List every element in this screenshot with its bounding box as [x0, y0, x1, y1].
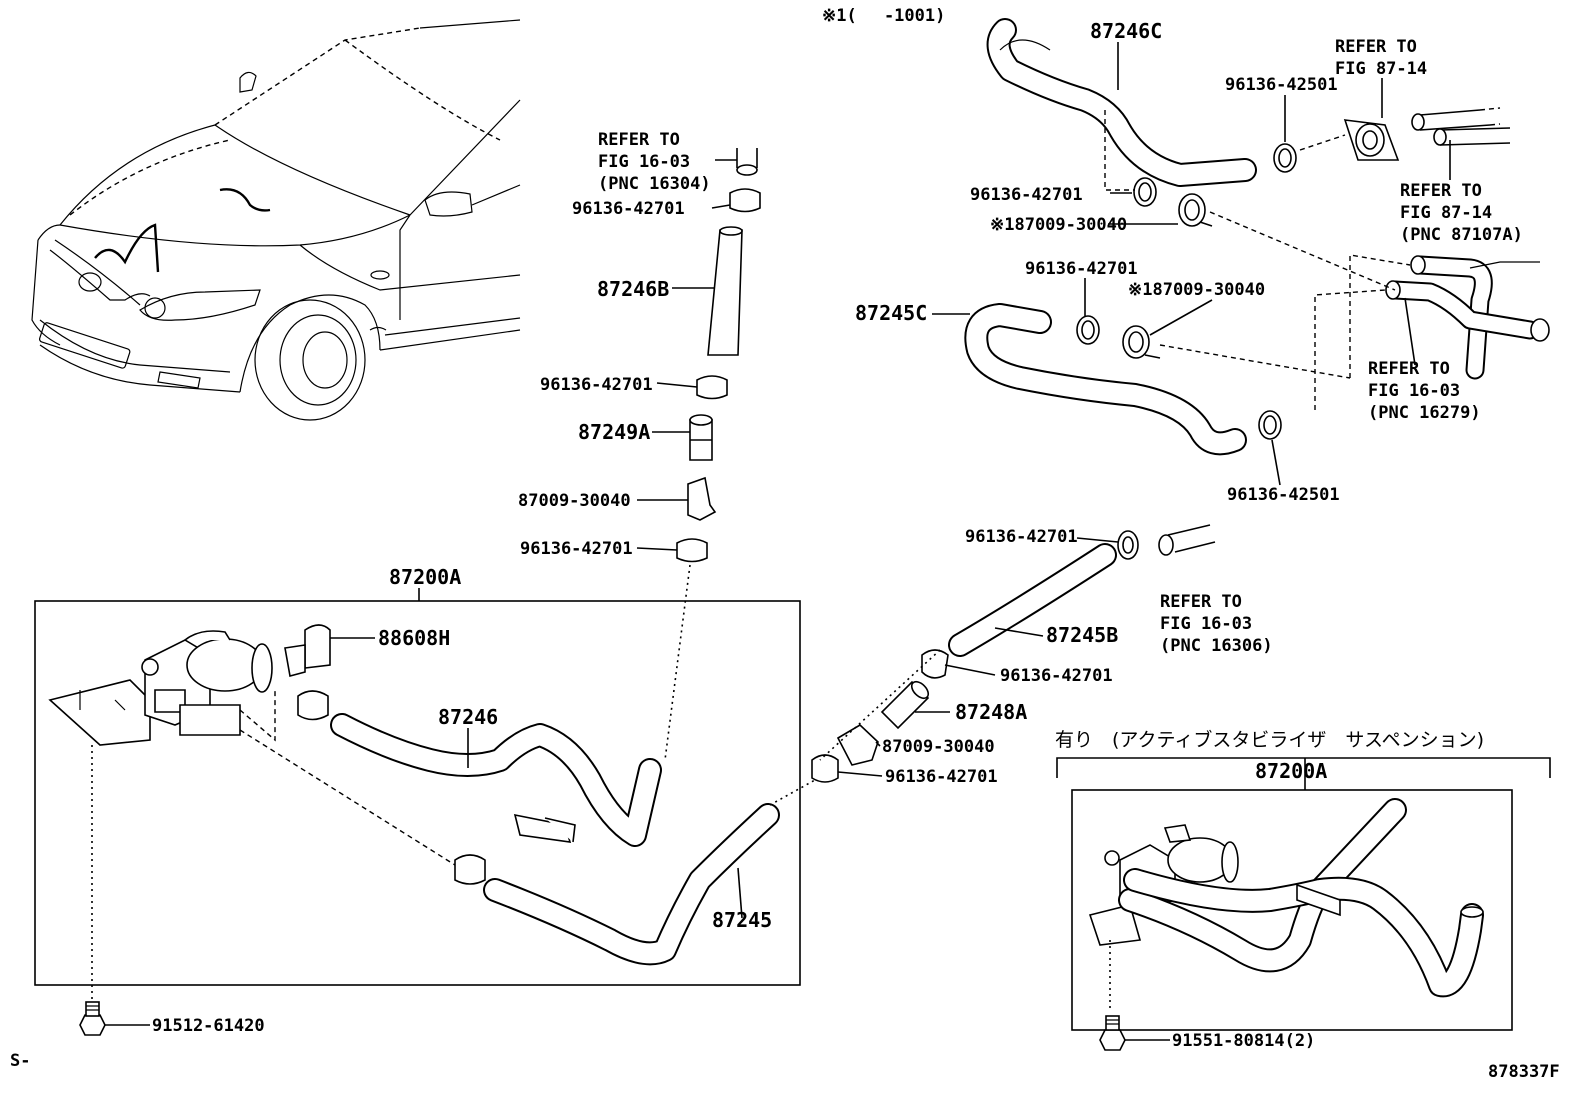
label-96136-42701-b3: 96136-42701 — [885, 767, 998, 787]
water-pump-valve — [48, 630, 273, 746]
label-87248a: 87248A — [955, 700, 1027, 724]
clip-187009-30040-r1 — [1178, 193, 1213, 227]
hose-87246 — [330, 713, 662, 847]
assembly-87200a-main — [34, 588, 816, 1000]
label-87246c: 87246C — [1090, 19, 1162, 43]
variant-hoses — [1118, 798, 1484, 998]
label-refer-fig-87-14-b-3: (PNC 87107A) — [1400, 225, 1523, 245]
label-87245c: 87245C — [855, 301, 927, 325]
clamp-96136-42701-b3 — [811, 754, 839, 783]
label-96136-42701-b1: 96136-42701 — [965, 527, 1078, 547]
clamp-96136-42701-b2 — [921, 649, 949, 679]
label-91512-61420: 91512-61420 — [152, 1016, 265, 1036]
label-96136-42701-r2: 96136-42701 — [1025, 259, 1138, 279]
label-refer-fig-87-14-a-1: REFER TO — [1335, 37, 1417, 57]
clip-87009-30040-b — [836, 724, 879, 766]
label-87245b: 87245B — [1046, 623, 1118, 647]
label-96136-42501-top: 96136-42501 — [1225, 75, 1338, 95]
label-refer-fig-87-14-a-2: FIG 87-14 — [1335, 59, 1427, 79]
label-96136-42701-b2: 96136-42701 — [1000, 666, 1113, 686]
assembly-87200a-variant — [1056, 757, 1551, 1031]
heater-hose-upper-group — [964, 18, 1550, 456]
label-87246: 87246 — [438, 705, 498, 729]
clip-hose-support — [513, 813, 576, 843]
label-96136-42701-r1: 96136-42701 — [970, 185, 1083, 205]
hose-87245c — [964, 303, 1247, 456]
label-refer-fig-16-03-c-1: REFER TO — [1368, 359, 1450, 379]
label-refer-fig-87-14-b-1: REFER TO — [1400, 181, 1482, 201]
hose-87245 — [483, 803, 780, 966]
clamp-96136-42701-b1 — [1117, 530, 1139, 560]
lower-middle-parts — [811, 524, 1216, 783]
clamp-96136-42701-m2 — [696, 375, 728, 400]
label-87246b: 87246B — [597, 277, 669, 301]
hose-87246c — [986, 18, 1257, 187]
label-87200a-variant: 87200A — [1255, 759, 1327, 783]
clip-87009-30040-m — [687, 476, 717, 521]
label-refer-fig-16-03-a-3: (PNC 16304) — [598, 174, 711, 194]
connector-88608h — [284, 624, 331, 677]
bolt-91512-61420 — [79, 1001, 106, 1036]
labels: ※1( -1001) 87246C REFER TO FIG 87-14 961… — [10, 6, 1560, 1082]
label-87009-30040-b: 87009-30040 — [882, 737, 995, 757]
grommet — [1343, 119, 1400, 161]
clamp-96136-42501-top — [1273, 143, 1297, 173]
label-variant-japanese: 有り (アクティブスタビライザ サスペンション) — [1055, 728, 1484, 751]
pipe-16306 — [1158, 524, 1216, 556]
label-96136-42701-m1: 96136-42701 — [572, 199, 685, 219]
clamp-96136-42701-r2 — [1076, 315, 1100, 345]
label-96136-42701-m2: 96136-42701 — [540, 375, 653, 395]
label-refer-fig-87-14-b-2: FIG 87-14 — [1400, 203, 1492, 223]
pipe-16304 — [736, 148, 758, 176]
pipe-refer-87-14 — [1411, 107, 1511, 146]
hose-87245b — [948, 543, 1117, 657]
label-refer-fig-16-03-b-1: REFER TO — [1160, 592, 1242, 612]
middle-column-parts — [664, 148, 761, 761]
label-corner-s: S- — [10, 1051, 30, 1071]
clamp-upper — [297, 690, 329, 721]
label-96136-42701-m3: 96136-42701 — [520, 539, 633, 559]
bolt-91551-80814 — [1099, 1015, 1126, 1051]
header-note: ※1( -1001) — [822, 6, 945, 26]
label-87200a-main: 87200A — [389, 565, 461, 589]
label-refer-fig-16-03-b-3: (PNC 16306) — [1160, 636, 1273, 656]
label-refer-fig-16-03-a-1: REFER TO — [598, 130, 680, 150]
label-refer-fig-16-03-a-2: FIG 16-03 — [598, 152, 690, 172]
clamp-96136-42701-m3 — [676, 538, 708, 563]
joint-87248a — [880, 680, 930, 730]
water-pipe-16279 — [1385, 255, 1550, 380]
label-refer-fig-16-03-c-3: (PNC 16279) — [1368, 403, 1481, 423]
label-87245: 87245 — [712, 908, 772, 932]
clamp-96136-42701-r1 — [1133, 177, 1157, 207]
clamp-lower — [454, 854, 486, 885]
leader-lines — [105, 42, 1451, 1041]
label-refer-fig-16-03-c-2: FIG 16-03 — [1368, 381, 1460, 401]
joint-87249a — [689, 414, 713, 461]
hose-87246b — [707, 226, 743, 356]
label-96136-42501-bot: 96136-42501 — [1227, 485, 1340, 505]
vehicle-illustration — [31, 19, 521, 421]
clamp-96136-42501-bot — [1258, 410, 1282, 440]
label-refer-fig-16-03-b-2: FIG 16-03 — [1160, 614, 1252, 634]
label-87009-30040-m: 87009-30040 — [518, 491, 631, 511]
clip-187009-30040-r2 — [1122, 325, 1161, 359]
clamp-96136-42701-m1 — [729, 188, 761, 213]
label-187009-30040-r2: ※187009-30040 — [1128, 280, 1265, 300]
label-figure-id: 878337F — [1488, 1062, 1560, 1082]
label-187009-30040-r1: ※187009-30040 — [990, 215, 1127, 235]
label-88608h: 88608H — [378, 626, 450, 650]
label-91551-80814: 91551-80814(2) — [1172, 1031, 1315, 1051]
label-87249a: 87249A — [578, 420, 650, 444]
